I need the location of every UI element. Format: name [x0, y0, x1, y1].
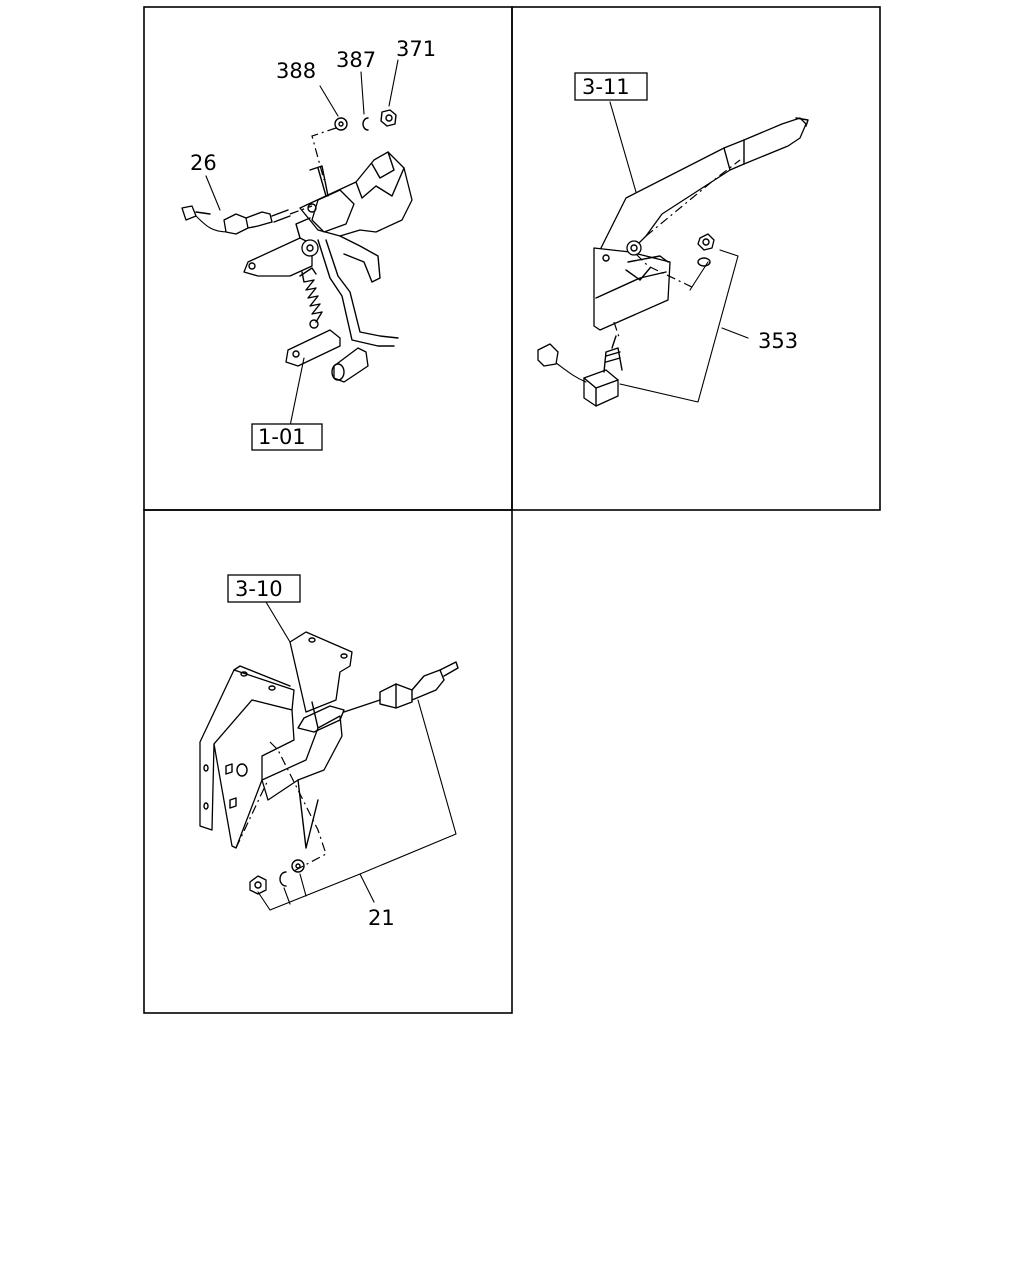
panel-frames [143, 6, 881, 1014]
panel-top-right-leaders [609, 101, 749, 403]
pedal-assembly-drawing [181, 109, 413, 383]
panel-bottom-left-leaders [257, 601, 457, 911]
panel-bottom-left: 3-10 21 [199, 574, 459, 930]
panel-top-right: 3-11 353 [537, 72, 809, 407]
panel-top-left: 388 387 371 26 1-01 [181, 37, 436, 451]
callout-371: 371 [396, 37, 436, 61]
ref-box-1-01-frame [251, 423, 323, 451]
panel-top-left-leaders [205, 59, 399, 427]
callout-26: 26 [190, 151, 217, 175]
panel-top-right-frame [511, 6, 881, 511]
ref-box-3-10-frame [227, 574, 301, 603]
ref-box-3-10: 3-10 [235, 577, 283, 601]
callout-387: 387 [336, 48, 376, 72]
callout-388: 388 [276, 59, 316, 83]
panel-bottom-left-frame [143, 509, 513, 1014]
ref-box-3-11: 3-11 [582, 75, 630, 99]
callout-21: 21 [368, 906, 395, 930]
callout-353: 353 [758, 329, 798, 353]
ref-box-3-11-frame [574, 72, 648, 101]
panel-top-left-frame [143, 6, 513, 511]
bracket-assembly-drawing [199, 631, 459, 895]
ref-box-1-01: 1-01 [258, 425, 306, 449]
hand-lever-drawing [537, 117, 809, 407]
